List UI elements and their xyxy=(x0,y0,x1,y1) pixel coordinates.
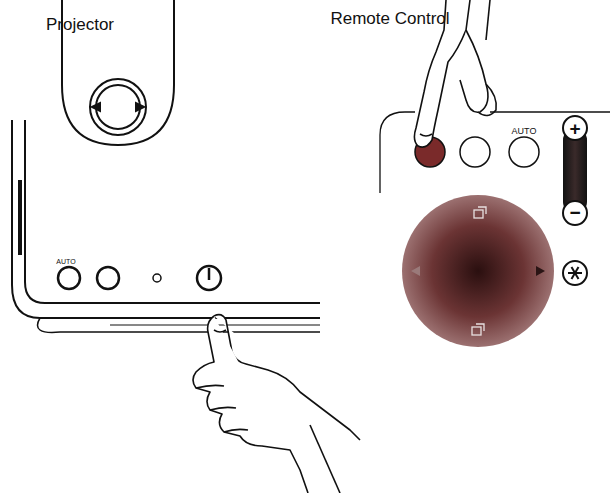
button-label: AUTO xyxy=(56,258,75,265)
drawing-stroke xyxy=(476,324,484,331)
projector-buttons xyxy=(58,266,221,290)
drawing-stroke xyxy=(486,0,490,40)
drawing-stroke xyxy=(310,425,340,493)
drawing-stroke xyxy=(18,180,22,255)
drawing-stroke xyxy=(563,201,587,225)
drawing-stroke xyxy=(380,112,415,193)
drawing-stroke xyxy=(92,103,100,111)
drawing-stroke xyxy=(563,116,587,140)
drawing-stroke xyxy=(572,267,579,279)
remote-buttons xyxy=(415,137,539,167)
button-sign: − xyxy=(569,203,580,222)
button xyxy=(460,137,490,167)
drawing-stroke xyxy=(12,120,320,318)
button-sign: + xyxy=(569,119,580,138)
drawing-stroke xyxy=(478,207,486,214)
drawing-stroke xyxy=(136,103,144,111)
auto-button xyxy=(509,137,539,167)
drawing-stroke xyxy=(193,316,308,493)
drawing-stroke xyxy=(25,120,320,303)
drawing-stroke xyxy=(478,84,496,116)
drawing-stroke xyxy=(208,268,211,280)
drawing-stroke xyxy=(472,327,481,335)
drawing-stroke xyxy=(460,30,488,112)
hand xyxy=(193,315,360,493)
drawing-stroke xyxy=(214,330,226,332)
drawing-stroke xyxy=(568,267,582,279)
drawing-stroke xyxy=(563,261,587,285)
drawing-stroke xyxy=(474,210,483,218)
figure-heading: Projector xyxy=(46,16,114,33)
drawing-stroke xyxy=(402,195,554,347)
projector-housing xyxy=(12,120,320,332)
power-button xyxy=(197,266,221,290)
drawing-stroke xyxy=(536,266,545,276)
drawing-stroke xyxy=(224,429,248,432)
button-label: AUTO xyxy=(512,127,537,136)
drawing-stroke xyxy=(420,134,432,136)
auto-button xyxy=(58,267,80,289)
indicator xyxy=(153,274,161,282)
drawing-stroke xyxy=(490,111,610,112)
freeze-button xyxy=(563,261,587,285)
drawing-stroke xyxy=(472,207,486,335)
drawing-stroke xyxy=(411,266,420,276)
drawing-stroke xyxy=(196,385,224,388)
drawing-stroke xyxy=(572,267,579,279)
drawing-stroke xyxy=(210,407,236,410)
drawing-stroke xyxy=(38,318,321,332)
volume-rocker xyxy=(563,116,587,225)
drawing-stroke xyxy=(96,85,140,129)
direction-pad xyxy=(402,195,554,347)
drawing-stroke xyxy=(90,79,146,135)
button xyxy=(97,267,119,289)
figure-heading: Remote Control xyxy=(330,10,449,27)
